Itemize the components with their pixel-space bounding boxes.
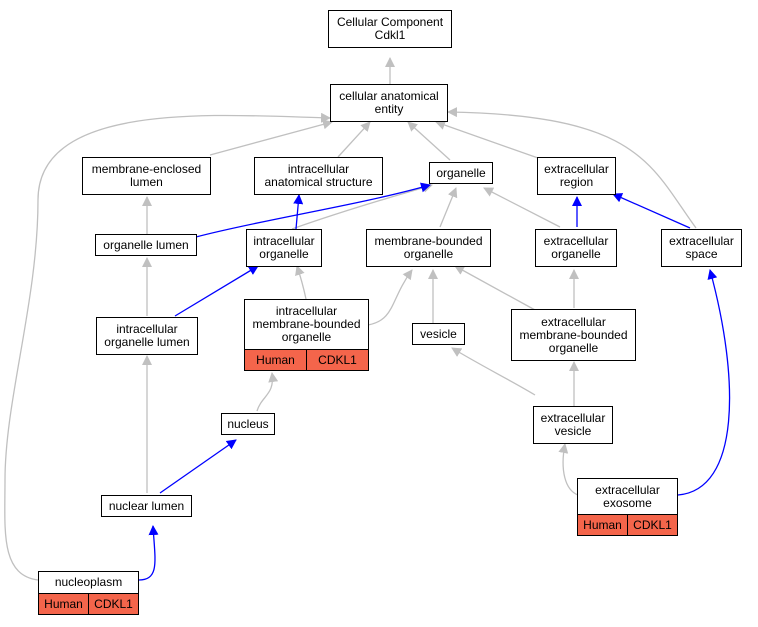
- edge-emb-mbo: [454, 265, 536, 311]
- edge-exm-exs: [677, 269, 731, 496]
- node-label: organelle lumen: [103, 237, 189, 252]
- node-nucleoplasm[interactable]: nucleoplasm Human CDKL1: [38, 571, 139, 615]
- node-label: intracellular organelle lumen: [104, 322, 190, 349]
- node-cellular-anatomical-entity[interactable]: cellular anatomical entity: [330, 84, 448, 122]
- node-label: extracellular space: [669, 234, 734, 261]
- node-extracellular-organelle[interactable]: extracellular organelle: [535, 229, 617, 267]
- node-membrane-enclosed-lumen[interactable]: membrane-enclosed lumen: [82, 157, 211, 195]
- annotation-row: Human CDKL1: [245, 349, 368, 370]
- edge-exr-cae: [435, 120, 539, 159]
- edge-imb-ico: [295, 265, 307, 300]
- annotation-row: Human CDKL1: [39, 593, 138, 614]
- edge-exm-exv: [558, 443, 579, 496]
- gene-cell: CDKL1: [88, 594, 138, 614]
- node-membrane-bounded-organelle[interactable]: membrane-bounded organelle: [366, 229, 491, 267]
- node-intracellular-anatomical-structure[interactable]: intracellular anatomical structure: [254, 157, 383, 195]
- node-label: membrane-enclosed lumen: [91, 162, 202, 189]
- node-label: membrane-bounded organelle: [374, 234, 483, 261]
- edge-orl-org: [195, 182, 431, 238]
- edge-nup-cae: [4, 112, 331, 581]
- node-extracellular-region[interactable]: extracellular region: [537, 157, 616, 195]
- edge-ias-cae: [337, 121, 371, 158]
- node-intracellular-organelle-lumen[interactable]: intracellular organelle lumen: [96, 317, 198, 355]
- node-label: extracellular membrane-bounded organelle: [519, 314, 628, 355]
- edge-nul-nuc: [159, 439, 237, 494]
- edge-exv-ves: [451, 347, 536, 396]
- edge-nup-nul: [138, 525, 159, 581]
- node-organelle-lumen[interactable]: organelle lumen: [95, 234, 197, 256]
- node-label: cellular anatomical entity: [339, 89, 439, 116]
- node-extracellular-exosome[interactable]: extracellular exosome Human CDKL1: [577, 478, 678, 536]
- node-intracellular-organelle[interactable]: intracellular organelle: [246, 229, 322, 267]
- node-label: nuclear lumen: [108, 498, 185, 513]
- edge-exs-exr: [612, 193, 691, 229]
- node-label: extracellular exosome: [595, 482, 660, 510]
- node-label: extracellular vesicle: [540, 411, 606, 438]
- edge-nuc-imb: [256, 372, 279, 412]
- gene-cell: CDKL1: [306, 350, 368, 370]
- species-cell: Human: [39, 594, 88, 614]
- node-vesicle[interactable]: vesicle: [412, 323, 465, 345]
- edge-org-cae: [407, 121, 451, 161]
- node-nucleus[interactable]: nucleus: [221, 413, 275, 435]
- node-intracellular-membrane-bounded-organelle[interactable]: intracellular membrane-bounded organelle…: [244, 299, 369, 371]
- species-cell: Human: [245, 350, 306, 370]
- node-cellular-component-cdkl1[interactable]: Cellular Component Cdkl1: [328, 10, 452, 48]
- node-label: extracellular organelle: [543, 234, 609, 261]
- node-label: nucleus: [227, 416, 269, 431]
- node-label: intracellular anatomical structure: [264, 162, 373, 189]
- edge-exo-org: [483, 187, 561, 228]
- node-label: extracellular region: [544, 162, 609, 189]
- node-extracellular-space[interactable]: extracellular space: [661, 229, 742, 267]
- node-nuclear-lumen[interactable]: nuclear lumen: [101, 495, 192, 517]
- node-label: Cellular Component Cdkl1: [336, 15, 444, 42]
- node-label: intracellular organelle: [253, 234, 315, 261]
- node-label: vesicle: [420, 326, 457, 341]
- edge-mel-cae: [209, 119, 333, 156]
- node-label: intracellular membrane-bounded organelle: [252, 304, 361, 344]
- node-label: organelle: [436, 165, 486, 180]
- node-extracellular-vesicle[interactable]: extracellular vesicle: [533, 406, 613, 444]
- species-cell: Human: [578, 515, 627, 535]
- edge-org-ias: [293, 194, 304, 230]
- edge-iol-ico: [174, 265, 259, 317]
- node-label: nucleoplasm: [54, 575, 123, 589]
- node-extracellular-membrane-bounded-organelle[interactable]: extracellular membrane-bounded organelle: [511, 309, 636, 361]
- edge-exs-cae: [447, 107, 697, 229]
- annotation-row: Human CDKL1: [578, 514, 677, 535]
- node-organelle[interactable]: organelle: [429, 162, 493, 184]
- gene-cell: CDKL1: [627, 515, 677, 535]
- edge-imb-mbo: [367, 269, 413, 326]
- edge-mbo-org: [439, 187, 458, 228]
